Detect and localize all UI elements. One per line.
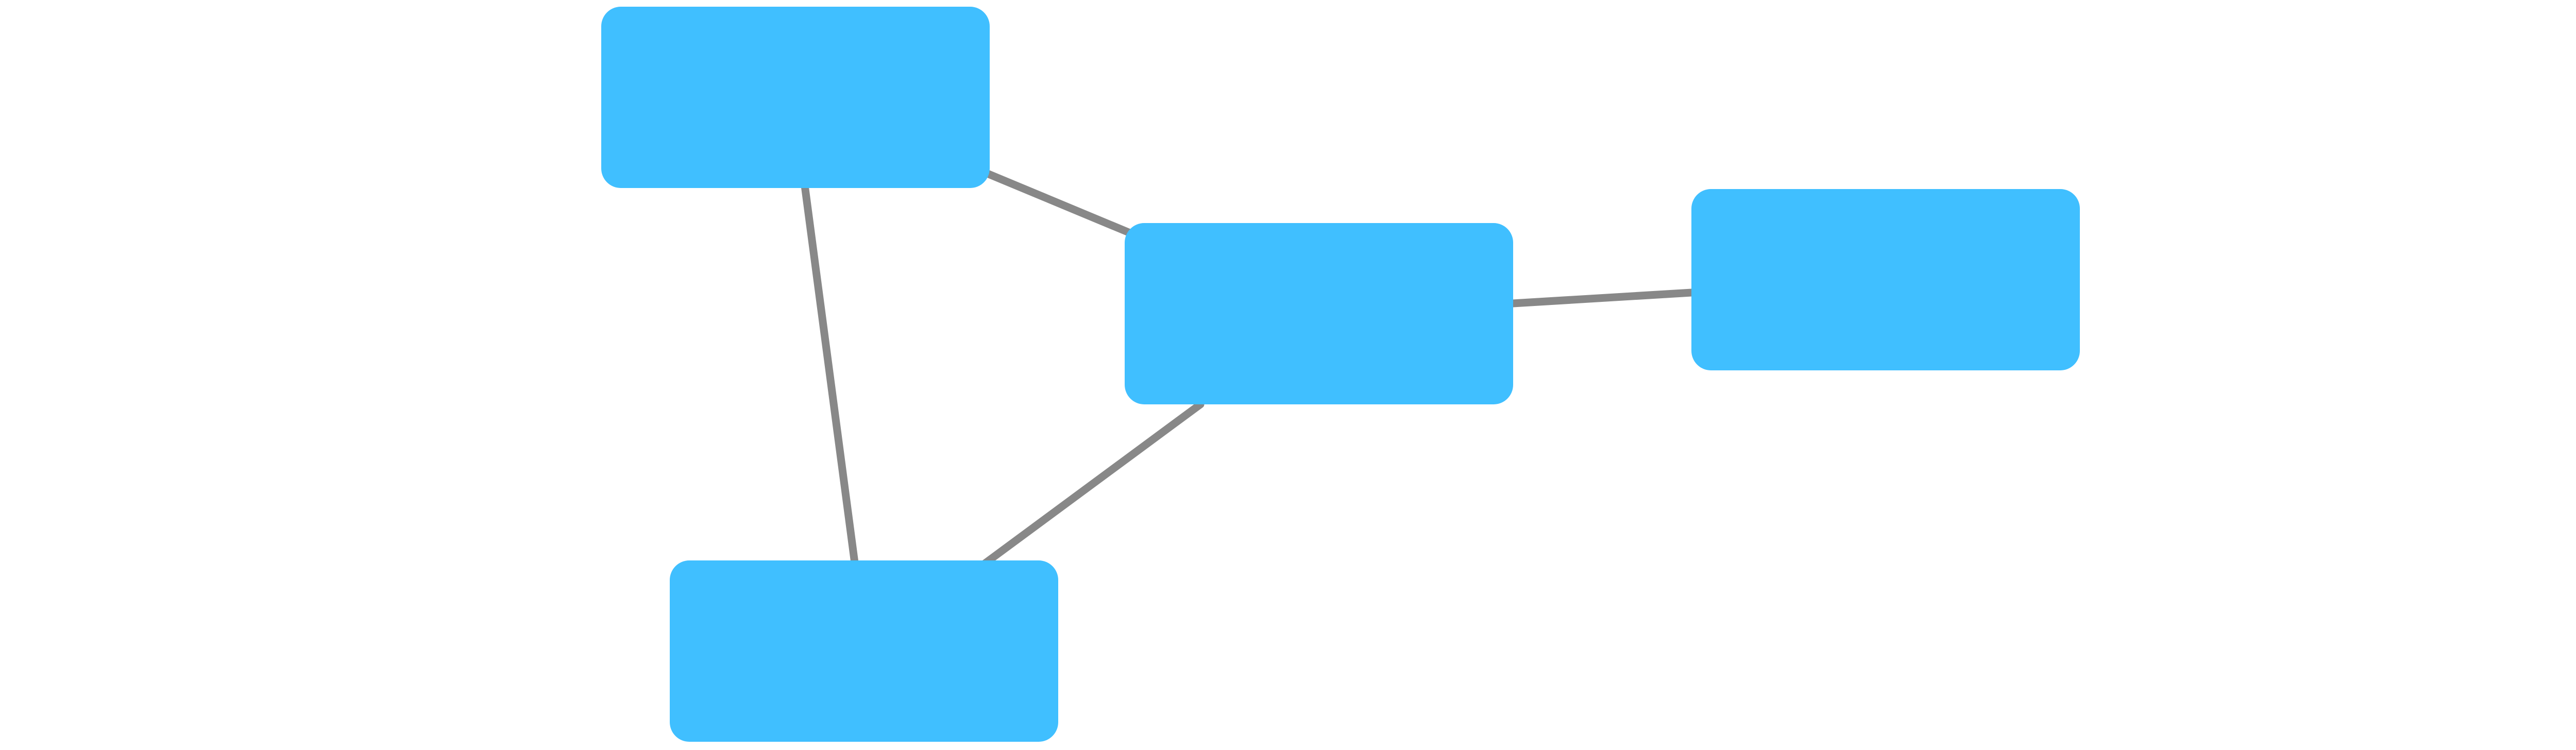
diagram-node-c[interactable]: [1691, 189, 2080, 370]
diagram-node-a[interactable]: [601, 7, 990, 188]
edge-a-d: [800, 174, 859, 571]
diagram-node-b[interactable]: [1125, 223, 1513, 404]
edge-a-b: [975, 166, 1138, 238]
edge-b-d: [980, 400, 1205, 568]
edge-b-c: [1500, 288, 1704, 308]
diagram-node-d[interactable]: [670, 560, 1058, 742]
